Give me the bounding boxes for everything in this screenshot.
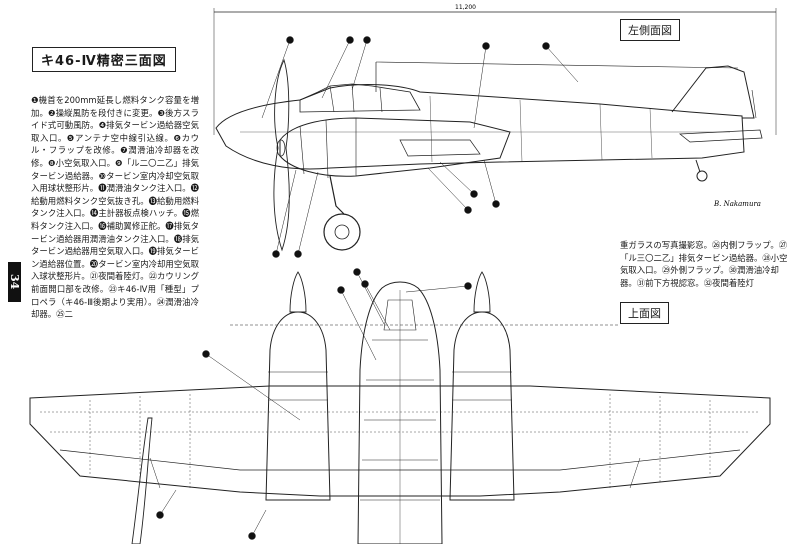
top-callouts	[156, 268, 472, 540]
side-engine-nacelle	[279, 117, 511, 177]
callout-marker	[202, 350, 210, 358]
page-title: キ46-Ⅳ精密三面図	[32, 47, 176, 72]
side-callouts	[261, 36, 579, 258]
side-tail-wheel	[696, 170, 708, 182]
side-view-label: 左側面図	[620, 19, 680, 41]
top-fuselage	[357, 281, 443, 544]
top-left-engine-nacelle	[265, 311, 331, 501]
callout-marker	[464, 282, 472, 290]
callout-marker	[353, 268, 361, 276]
callout-marker	[294, 250, 302, 258]
caption-left-text: ❶機首を200mm延長し燃料タンク容量を増加。❷操縦風防を段付きに変更。❸後方ス…	[31, 95, 199, 320]
side-vertical-tail	[671, 65, 755, 119]
overall-length-dimension-label: 11,200	[455, 4, 476, 11]
callout-marker	[542, 42, 550, 50]
callout-marker	[337, 286, 345, 294]
callout-marker	[363, 36, 371, 44]
side-main-wheel	[323, 213, 361, 251]
top-wing	[29, 385, 771, 497]
callout-marker	[482, 42, 490, 50]
top-left-propeller-blade	[131, 417, 153, 544]
side-landing-gear-strut	[329, 175, 345, 215]
side-view-aircraft	[213, 8, 777, 252]
top-right-engine-nacelle	[449, 311, 515, 501]
artist-signature: B. Nakamura	[713, 200, 761, 208]
callout-marker	[248, 532, 256, 540]
side-propeller	[273, 58, 290, 252]
caption-right-text: 重ガラスの写真撮影窓。㉖内側フラップ。㉗「ル三〇二乙」排気タービン過給器。㉘小空…	[620, 240, 788, 288]
callout-marker	[464, 206, 472, 214]
callout-marker	[361, 280, 369, 288]
top-view-aircraft	[29, 271, 771, 544]
callout-marker	[470, 190, 478, 198]
top-left-spinner	[289, 271, 307, 313]
side-canopy	[299, 83, 421, 113]
callout-marker	[272, 250, 280, 258]
page-number-tab: 34	[8, 262, 21, 302]
side-horizontal-stabilizer	[678, 129, 763, 143]
callout-marker	[346, 36, 354, 44]
top-view-label: 上面図	[620, 302, 669, 324]
side-fuselage	[215, 84, 745, 170]
callout-marker	[156, 511, 164, 519]
top-right-spinner	[473, 271, 491, 313]
callout-marker	[286, 36, 294, 44]
antenna-wire	[375, 61, 739, 69]
top-nose-glazing	[383, 299, 417, 331]
callout-marker	[492, 200, 500, 208]
